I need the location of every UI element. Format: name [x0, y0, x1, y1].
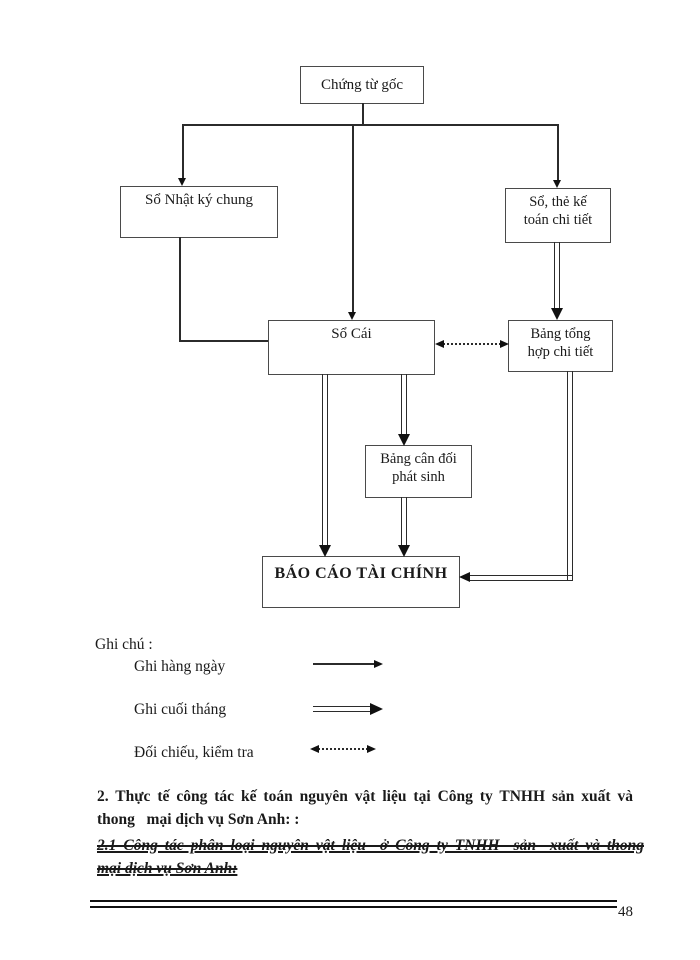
arrowhead-down-can-doi: [398, 434, 410, 446]
connector-so-the-to-tong-hop: [554, 242, 560, 310]
arrowhead-left-bao-cao: [459, 572, 470, 582]
flowchart-box-bang-tong-hop-chi-tiet: Bảng tổng hợp chi tiết: [508, 320, 613, 372]
legend-dotted-arrow-head-left: [310, 744, 319, 753]
section-2-1-subheading-line2: mại dịch vụ Sơn Anh:: [97, 860, 238, 877]
connector-nhat-ky-down: [179, 237, 181, 341]
connector-horizontal-split: [182, 124, 558, 126]
arrowhead-down-bao-cao-mid: [398, 545, 410, 557]
flowchart-box-so-cai: Sổ Cái: [268, 320, 435, 375]
page-number: 48: [618, 904, 633, 920]
connector-so-cai-to-can-doi: [401, 374, 407, 436]
connector-to-nhat-ky: [182, 124, 184, 179]
connector-tong-hop-to-bao-cao: [470, 575, 573, 581]
arrowhead-down-so-cai: [348, 312, 356, 320]
connector-so-cai-to-bao-cao: [322, 374, 328, 547]
legend-item-monthly-label: Ghi cuối tháng: [134, 701, 227, 718]
arrowhead-down-bao-cao-left: [319, 545, 331, 557]
section-2-1-subheading-line1: 2.1 Công tác phân loại nguyên vật liệu ở…: [97, 837, 644, 854]
connector-tong-hop-down: [567, 371, 573, 581]
section-2-heading-line2: thong mại dịch vụ Sơn Anh: :: [97, 811, 300, 828]
connector-to-so-the: [557, 124, 559, 181]
connector-nhat-ky-to-so-cai: [179, 340, 268, 342]
legend-single-arrow-line: [313, 663, 375, 665]
connector-stub-from-chung-tu: [362, 103, 364, 125]
connector-can-doi-to-bao-cao: [401, 497, 407, 546]
legend-double-arrow-head: [370, 703, 383, 715]
connector-to-so-cai: [352, 124, 354, 312]
footer-double-rule: [90, 900, 617, 908]
flowchart-box-so-nhat-ky-chung: Sổ Nhật ký chung: [120, 186, 278, 238]
flowchart-box-so-the-ke-toan-chi-tiet: Sổ, thẻ kế toán chi tiết: [505, 188, 611, 243]
legend-dotted-arrow-head-right: [367, 744, 376, 753]
legend-double-arrow-line: [313, 706, 371, 712]
legend-single-arrow-head: [374, 659, 383, 668]
section-2-heading-line1: 2. Thực tế công tác kế toán nguyên vật l…: [97, 788, 633, 805]
arrowhead-down-so-the: [553, 180, 561, 188]
arrowhead-down-nhat-ky: [178, 178, 186, 186]
flowchart-box-chung-tu-goc: Chứng từ gốc: [300, 66, 424, 104]
legend-title: Ghi chú :: [95, 636, 153, 653]
arrowhead-down-tong-hop: [551, 308, 563, 320]
connector-dotted-so-cai-tong-hop: [443, 343, 501, 345]
arrowhead-dotted-right: [500, 339, 509, 348]
flowchart-box-bang-can-doi-phat-sinh: Bảng cân đối phát sinh: [365, 445, 472, 498]
arrowhead-dotted-left: [435, 339, 444, 348]
legend-dotted-arrow-line: [318, 748, 368, 750]
flowchart-box-bao-cao-tai-chinh: BÁO CÁO TÀI CHÍNH: [262, 556, 460, 608]
legend-item-daily-label: Ghi hàng ngày: [134, 658, 226, 675]
legend-item-reconcile-label: Đối chiếu, kiểm tra: [134, 744, 254, 761]
